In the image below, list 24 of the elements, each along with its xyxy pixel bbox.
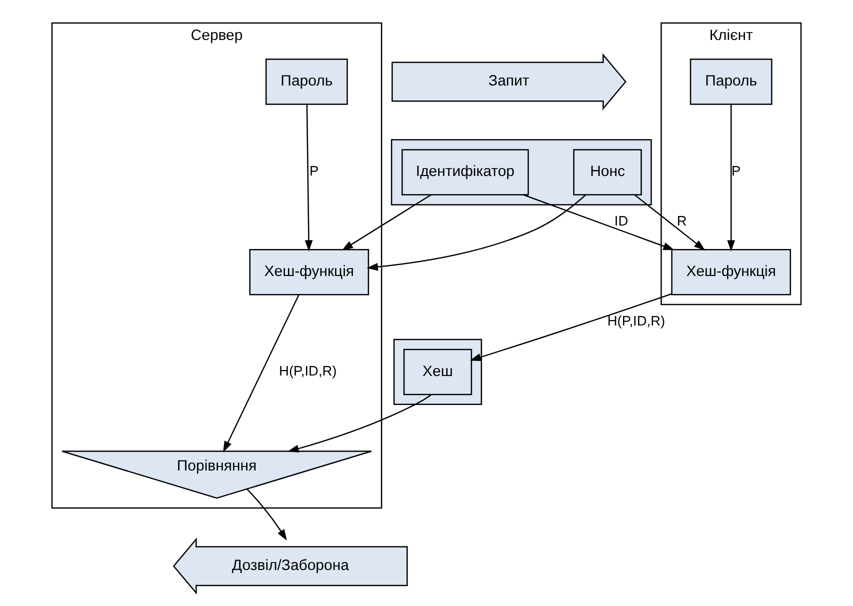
edge-label: H(P,ID,R) [607, 314, 666, 329]
arrow [246, 488, 287, 541]
arrow [470, 293, 672, 361]
node-box: Хеш [403, 348, 472, 396]
arrow [223, 294, 300, 452]
node-box: Ідентифікатор [402, 149, 529, 196]
arrow [342, 194, 432, 251]
node-box: Хеш-функція [671, 249, 792, 296]
node-box: Хеш-функція [249, 249, 370, 296]
arrow [366, 194, 586, 271]
cluster [390, 139, 652, 206]
edge-label: H(P,ID,R) [279, 363, 337, 378]
edge-label: P [310, 164, 319, 179]
node-box: Пароль [265, 58, 348, 105]
edge-label: ID [614, 214, 628, 229]
arrow [727, 104, 736, 252]
arrow [523, 194, 675, 250]
arrow [288, 394, 432, 452]
arrow [634, 194, 706, 250]
arrow [304, 104, 313, 252]
edge-label: P [732, 164, 741, 179]
edge-label: R [676, 214, 687, 229]
node-box: Пароль [690, 58, 772, 105]
node-box: Нонс [573, 149, 642, 196]
